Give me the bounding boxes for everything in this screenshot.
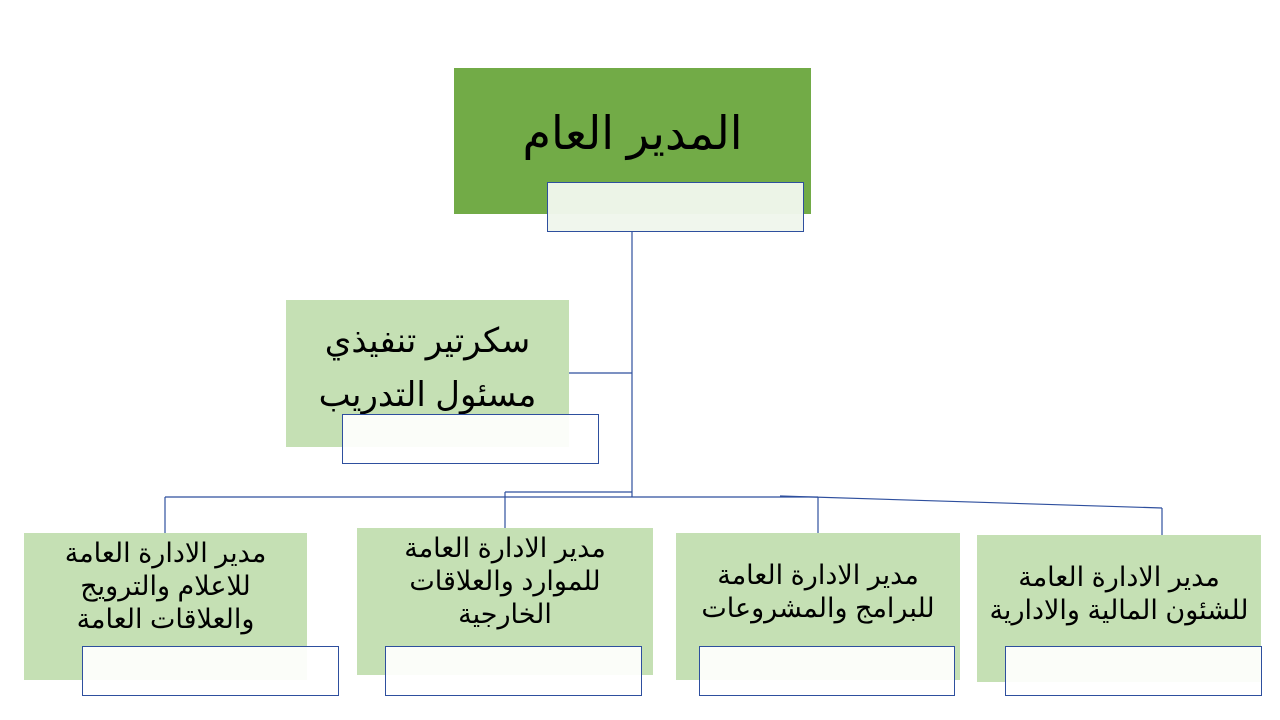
department-finance-line-2: للشئون المالية والادارية: [989, 595, 1249, 625]
department-programs-subtitle-box: [699, 646, 955, 696]
department-media-line-1: مدير الادارة العامة: [64, 538, 267, 568]
secretary-subtitle-box: [342, 414, 599, 464]
department-finance-line-1: مدير الادارة العامة: [1018, 562, 1220, 592]
connector-bus-right: [779, 495, 1163, 509]
department-resources-line-2: للموارد والعلاقات: [409, 566, 601, 596]
department-resources-line-1: مدير الادارة العامة: [404, 533, 606, 563]
department-programs-line-1: مدير الادارة العامة: [717, 560, 919, 590]
department-finance-subtitle-box: [1005, 646, 1262, 696]
general-manager-subtitle-box: [547, 182, 804, 232]
department-media-subtitle-box: [82, 646, 339, 696]
department-resources-line-3: الخارجية: [458, 599, 552, 629]
secretary-title: سكرتير تنفيذي: [324, 322, 531, 360]
department-media-line-2: للاعلام والترويج: [80, 571, 251, 601]
general-manager-label: المدير العام: [522, 107, 743, 159]
secretary-role: مسئول التدريب: [318, 376, 537, 414]
department-programs-line-2: للبرامج والمشروعات: [701, 593, 935, 623]
department-resources-subtitle-box: [385, 646, 642, 696]
department-media-line-3: والعلاقات العامة: [76, 604, 255, 634]
